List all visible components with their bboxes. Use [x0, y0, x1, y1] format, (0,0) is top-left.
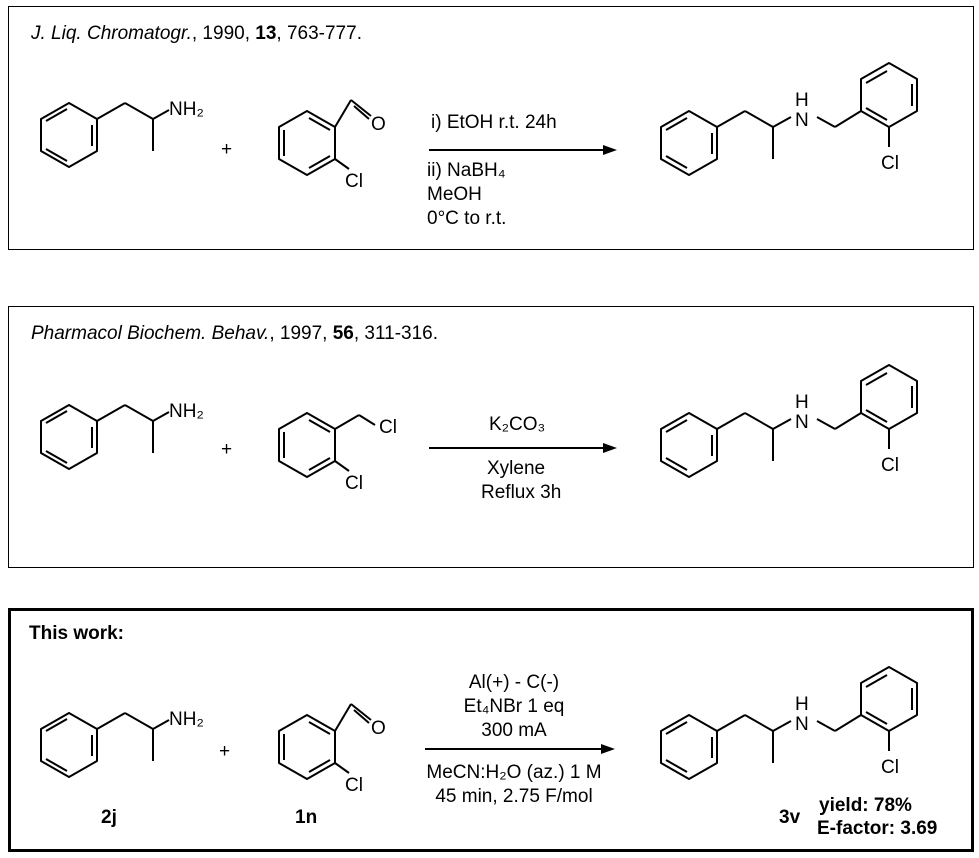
product-cl-label: Cl [881, 455, 899, 476]
aldehyde-o-label: O [371, 718, 386, 739]
product-n-label: N [795, 412, 809, 433]
reaction-scheme-1: NH₂ O Cl H N Cl + [40, 62, 918, 192]
e-factor-value: E-factor: 3.69 [817, 818, 938, 839]
citation-volume: 13 [255, 23, 277, 44]
condition-step-1: i) EtOH r.t. 24h [431, 112, 557, 133]
chlorobenzaldehyde-structure [278, 703, 372, 780]
citation-pages: , 763-777. [276, 23, 362, 44]
scheme-panel-this-work: This work: [8, 608, 974, 852]
journal-name: J. Liq. Chromatogr. [31, 23, 192, 44]
ring-cl-label: Cl [345, 473, 363, 494]
amphetamine-structure [40, 404, 170, 470]
product-structure [660, 666, 918, 780]
reaction-scheme-2: NH₂ Cl Cl H N Cl + [40, 364, 918, 494]
reference-citation: Pharmacol Biochem. Behav., 1997, 56, 311… [31, 323, 438, 345]
plus-sign: + [221, 139, 232, 160]
citation-pages: , 311-316. [353, 323, 439, 344]
scheme-panel-1: J. Liq. Chromatogr., 1990, 13, 763-777. [8, 6, 974, 250]
condition-current: 300 mA [481, 720, 547, 741]
scheme-panel-2: Pharmacol Biochem. Behav., 1997, 56, 311… [8, 306, 974, 568]
condition-electrolyte: Et₄NBr 1 eq [463, 696, 565, 717]
chlorobenzyl-chloride-structure [278, 412, 376, 478]
condition-reflux: Reflux 3h [481, 482, 562, 503]
aldehyde-cl-label: Cl [345, 171, 363, 192]
product-cl-label: Cl [881, 757, 899, 778]
amine-nh2-label: NH₂ [169, 709, 204, 730]
condition-solvent: MeCN:H₂O (az.) 1 M [426, 762, 602, 783]
amphetamine-structure [40, 102, 170, 168]
compound-label-2j: 2j [101, 807, 117, 828]
plus-sign: + [221, 439, 232, 460]
reaction-scheme-3: NH₂ O Cl H N Cl + [40, 666, 918, 796]
compound-label-3v: 3v [779, 807, 801, 828]
this-work-heading: This work: [29, 623, 125, 644]
product-n-label: N [795, 110, 809, 131]
arrow-head [603, 443, 617, 453]
reference-citation: J. Liq. Chromatogr., 1990, 13, 763-777. [31, 23, 362, 45]
product-h-label: H [795, 90, 809, 111]
arrow-head [601, 744, 615, 754]
product-structure [660, 364, 918, 478]
condition-time-charge: 45 min, 2.75 F/mol [435, 786, 593, 807]
citation-volume: 56 [332, 323, 354, 344]
condition-electrodes: Al(+) - C(-) [468, 672, 560, 693]
product-h-label: H [795, 392, 809, 413]
product-cl-label: Cl [881, 153, 899, 174]
aldehyde-o-label: O [371, 114, 386, 135]
yield-value: yield: 78% [819, 795, 912, 816]
condition-solvent: Xylene [487, 458, 546, 479]
amine-nh2-label: NH₂ [169, 401, 204, 422]
product-h-label: H [795, 694, 809, 715]
benzyl-cl-label: Cl [379, 417, 397, 438]
arrow-head [603, 145, 617, 155]
condition-base: K₂CO₃ [489, 414, 546, 435]
journal-name: Pharmacol Biochem. Behav. [31, 323, 270, 344]
amine-nh2-label: NH₂ [169, 99, 204, 120]
product-structure [660, 62, 918, 176]
condition-step-2: ii) NaBH₄ [427, 160, 506, 181]
citation-year: , 1997, [269, 323, 333, 344]
condition-temperature: 0°C to r.t. [427, 208, 507, 229]
plus-sign: + [219, 741, 230, 762]
aldehyde-cl-label: Cl [345, 775, 363, 796]
citation-year: , 1990, [191, 23, 256, 44]
amphetamine-structure [40, 712, 170, 778]
compound-label-1n: 1n [295, 807, 318, 828]
chlorobenzaldehyde-structure [278, 99, 372, 176]
condition-solvent: MeOH [427, 184, 482, 205]
product-n-label: N [795, 714, 809, 735]
